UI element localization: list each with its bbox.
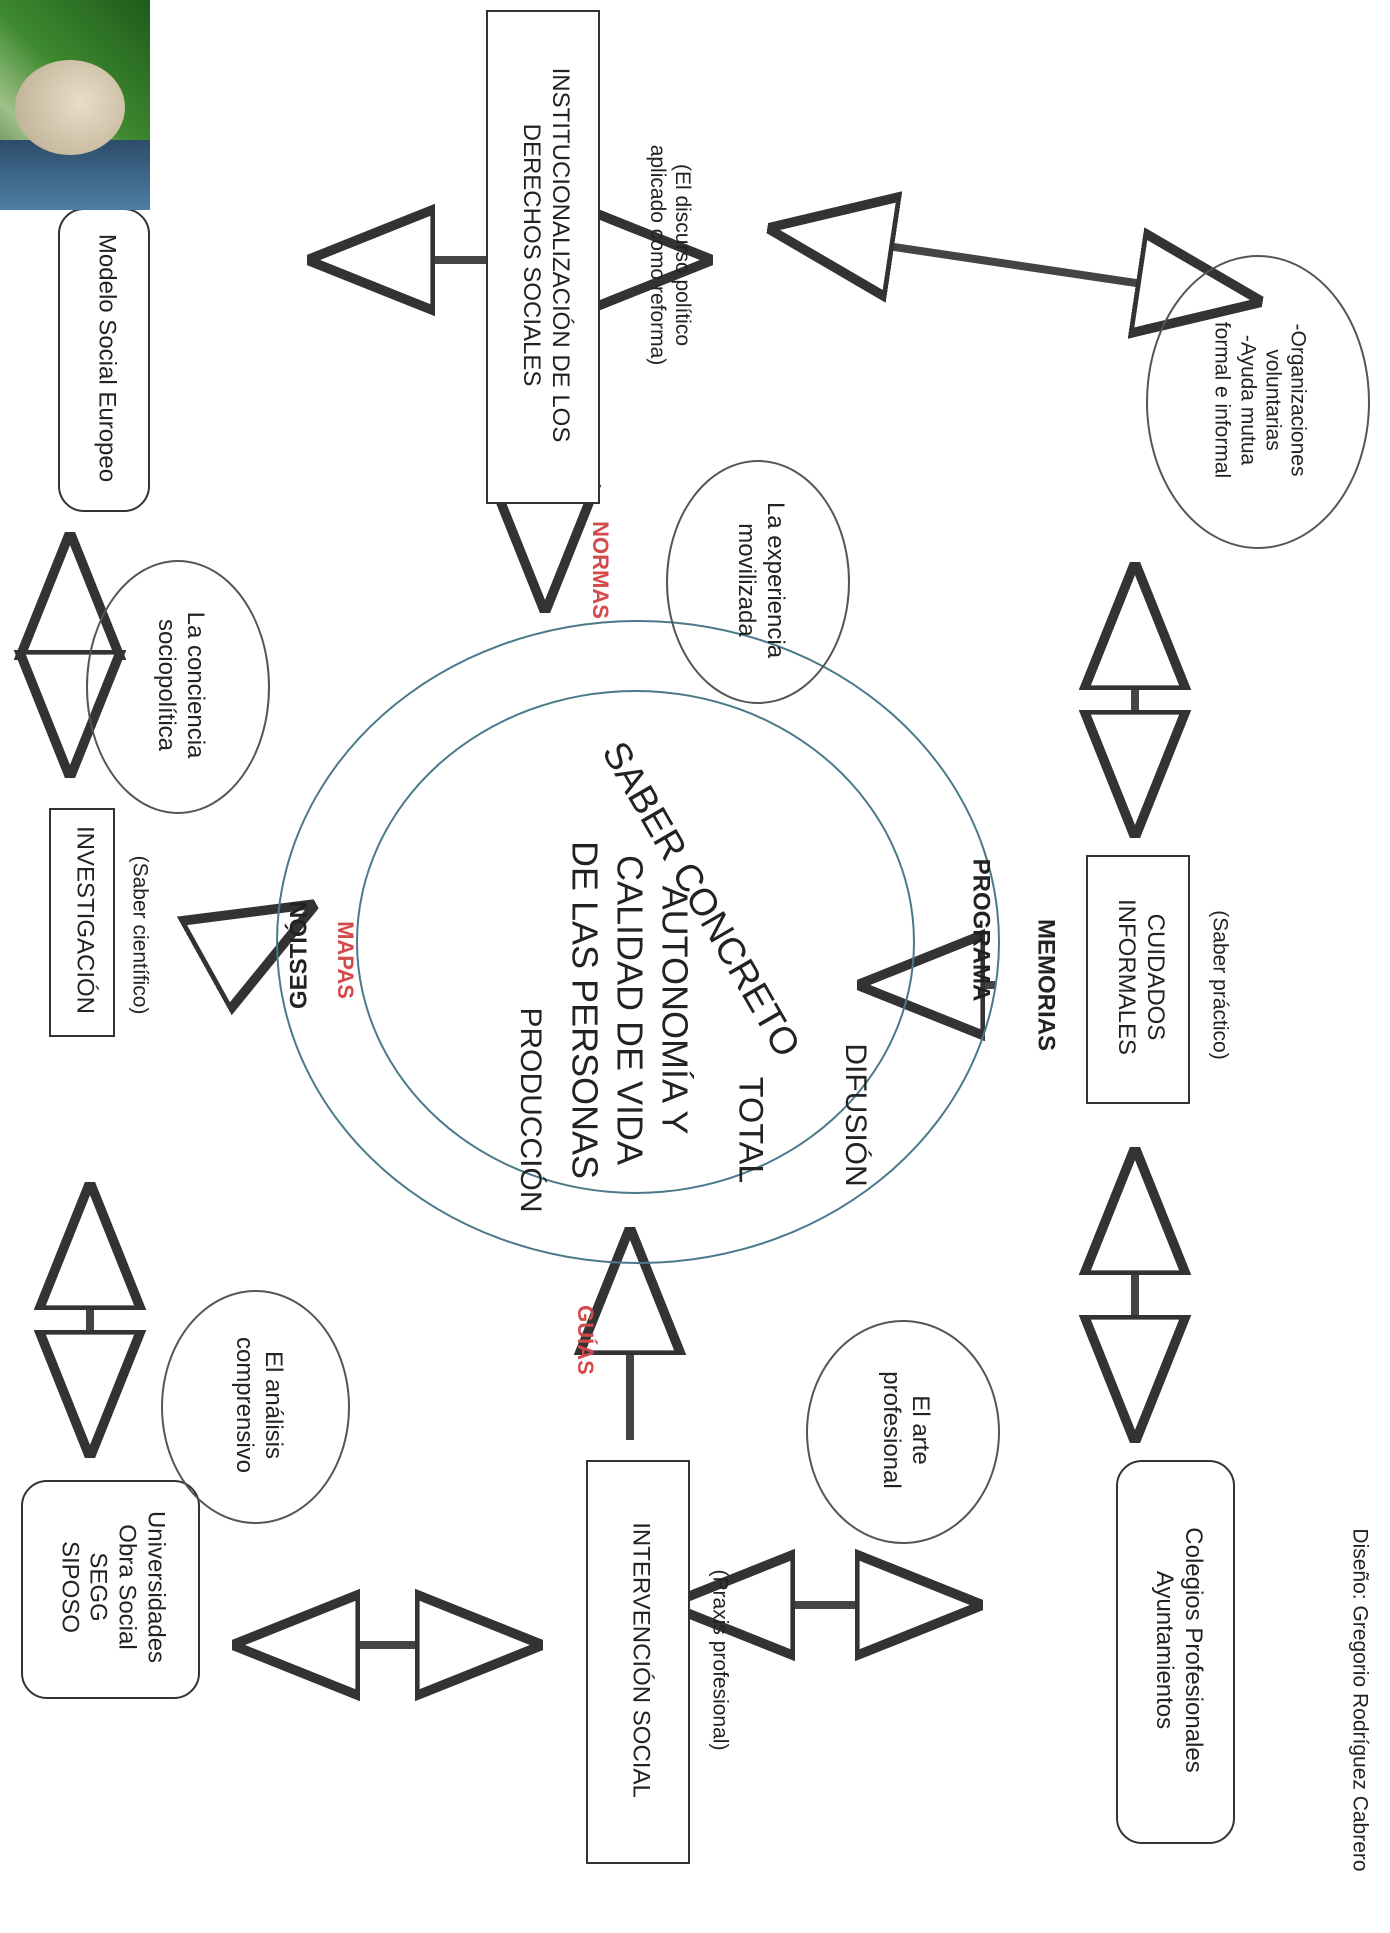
total-label: TOTAL [731,1076,770,1184]
guias-label: GUÍAS [573,1305,599,1375]
experiencia-label: La experiencia movilizada [733,501,789,659]
investigacion-label: INVESTIGACIÓN [71,825,99,1015]
analisis-label: El análisis comprensivo [231,1336,287,1474]
organizaciones-label: -Organizaciones voluntarias -Ayuda mutua… [1210,321,1310,479]
arte-label: El arte profesional [878,1371,934,1489]
normas-label: NORMAS [588,521,614,619]
portrait-photo [0,0,150,210]
modelo-social-label: Modelo Social Europeo [93,233,121,483]
footer-credit: Diseño: Gregorio Rodríguez Cabrero [1348,1528,1372,1872]
arrow-mapas [215,910,305,960]
conciencia-label: La conciencia sociopolítica [153,611,209,759]
cuidados-label: CUIDADOS INFORMALES [1113,898,1169,1056]
programa-label: PROGRAMA [967,858,995,1002]
universidades-label: Universidades Obra Social SEGG SIPOSO [56,1510,170,1664]
autonomia-label: AUTONOMÍA Y CALIDAD DE VIDA DE LAS PERSO… [564,840,696,1180]
investigacion-sub: (Saber científico) [128,855,152,1015]
memorias-label: MEMORIAS [1032,919,1060,1051]
institucionalizacion-sub: (El discurso político aplicado como refo… [646,144,695,366]
gestion-label: GESTIÓN [285,900,313,1010]
cuidados-sub: (Saber práctico) [1208,910,1232,1060]
arrow-institucionalizacion-organizaciones [780,230,1250,300]
intervencion-label: INTERVENCIÓN SOCIAL [627,1522,655,1798]
colegios-label: Colegios Profesionales Ayuntamientos [1151,1527,1207,1773]
intervencion-sub: (Praxis profesional) [708,1569,732,1751]
difusion-label: DIFUSIÓN [839,1043,872,1187]
institucionalizacion-label: INSTITUCIONALIZACIÓN DE LOS DERECHOS SOC… [518,67,574,443]
mapas-label: MAPAS [333,921,359,999]
produccion-label: PRODUCCIÓN [514,1007,547,1213]
